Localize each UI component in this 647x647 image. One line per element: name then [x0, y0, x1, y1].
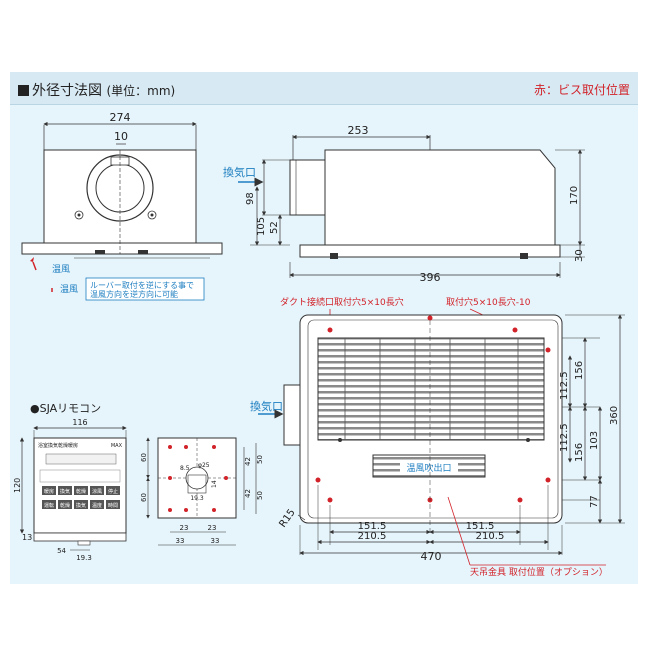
- front-width-label: 274: [110, 111, 131, 124]
- back-dim-23-right: 23: [208, 524, 217, 532]
- duct-diameter-label: 98: [245, 192, 256, 205]
- back-dim-50-bottom: 50: [256, 491, 264, 500]
- dim-210-right: 210.5: [476, 531, 505, 542]
- diagram-header: 外径寸法図 (単位：mm) 赤：ビス取付位置: [10, 72, 638, 105]
- back-dim-33-left: 33: [176, 537, 185, 545]
- outlet-label: 温風吹出口: [406, 462, 451, 474]
- remote-button-9[interactable]: 温度: [92, 502, 102, 509]
- back-dim-42-bottom: 42: [244, 489, 252, 498]
- airflow-label-1: 温風: [52, 264, 70, 275]
- remote-controller: ●SJAリモコン 116 120 浴室換気乾燥暖房 MAX 暖房 換気 乾燥 涼…: [13, 402, 264, 562]
- remote-button-4[interactable]: 涼風: [92, 488, 102, 495]
- back-dim-14: 14: [211, 480, 218, 488]
- remote-title: ●SJAリモコン: [30, 402, 101, 415]
- remote-button-1[interactable]: 暖房: [44, 488, 54, 495]
- front-offset-label: 10: [114, 130, 128, 143]
- dim-103: 103: [589, 431, 600, 450]
- remote-button-3[interactable]: 乾燥: [76, 488, 86, 495]
- remote-button-2[interactable]: 換気: [60, 488, 70, 495]
- remote-height-label: 120: [13, 478, 22, 493]
- unit-text: (単位：mm): [106, 84, 176, 98]
- side-bottom-height-label: 30: [574, 249, 585, 262]
- back-dim-60-top: 60: [140, 453, 148, 462]
- side-exhaust-label: 換気口: [223, 165, 256, 179]
- duct-screw-label: ダクト接続口取付穴5×10長穴: [280, 296, 404, 308]
- duct-height-label: 105: [256, 217, 267, 236]
- side-view: 253 換気口 98 105 52 170 30 396: [223, 124, 585, 284]
- side-depth-label: 253: [348, 124, 369, 137]
- back-dim-50-top: 50: [256, 455, 264, 464]
- square-bullet-icon: [18, 85, 29, 96]
- dim-360: 360: [609, 406, 620, 425]
- louver-note-2: 温風方向を逆方向に可能: [90, 289, 178, 299]
- back-dim-19-3: 19.3: [190, 495, 204, 502]
- back-dim-33-right: 33: [211, 537, 220, 545]
- front-view: 274 10 温風 温風 ルーバー取付を逆にする事で 温風方向を逆方向に可能: [21, 111, 223, 301]
- dim-112-bottom: 112.5: [559, 423, 570, 452]
- back-dim-phi25: φ25: [198, 462, 210, 469]
- mount-hole-label: 取付穴5×10長穴-10: [446, 296, 531, 308]
- remote-button-7[interactable]: 乾燥: [60, 502, 70, 509]
- remote-dim-54: 54: [57, 547, 66, 555]
- back-dim-23-left: 23: [180, 524, 189, 532]
- remote-width-label: 116: [72, 418, 87, 427]
- back-dim-8-5: 8.5: [180, 465, 190, 472]
- remote-button-8[interactable]: 換気: [76, 502, 86, 509]
- remote-button-6[interactable]: 運転: [44, 503, 54, 509]
- remote-brand: MAX: [111, 443, 123, 449]
- bottom-exhaust-label: 換気口: [250, 399, 283, 413]
- louver-note-1: ルーバー取付を逆にする事で: [90, 280, 194, 290]
- side-height-label: 170: [569, 186, 580, 205]
- title-text: 外径寸法図: [32, 83, 102, 99]
- dim-151-left: 151.5: [358, 521, 387, 532]
- back-dim-60-bottom: 60: [140, 493, 148, 502]
- dim-210-left: 210.5: [358, 531, 387, 542]
- airflow-label-2: 温風: [60, 284, 78, 295]
- side-total-depth-label: 396: [420, 271, 441, 284]
- remote-dim-19-3: 19.3: [76, 554, 92, 562]
- dim-156-top: 156: [574, 361, 585, 380]
- remote-depth-label: 13: [22, 533, 32, 542]
- dim-470: 470: [421, 550, 442, 563]
- dim-151-right: 151.5: [466, 521, 495, 532]
- dim-156-bottom: 156: [574, 443, 585, 462]
- bracket-label: 天吊金具 取付位置（オプション）: [470, 566, 608, 578]
- dim-radius: R15: [277, 507, 297, 529]
- duct-offset-label: 52: [269, 221, 280, 234]
- remote-panel-heading: 浴室換気乾燥暖房: [38, 442, 78, 449]
- back-dim-42-top: 42: [244, 457, 252, 466]
- remote-button-10[interactable]: 時間: [108, 503, 118, 509]
- bottom-view: ダクト接続口取付穴5×10長穴 取付穴5×10長穴-10 換気口 温風吹出口: [250, 296, 625, 578]
- page-title: 外径寸法図 (単位：mm): [18, 80, 175, 100]
- remote-button-5[interactable]: 停止: [108, 488, 118, 495]
- dim-112-top: 112.5: [559, 371, 570, 400]
- screw-position-note: 赤：ビス取付位置: [533, 83, 630, 97]
- dim-77: 77: [589, 495, 600, 508]
